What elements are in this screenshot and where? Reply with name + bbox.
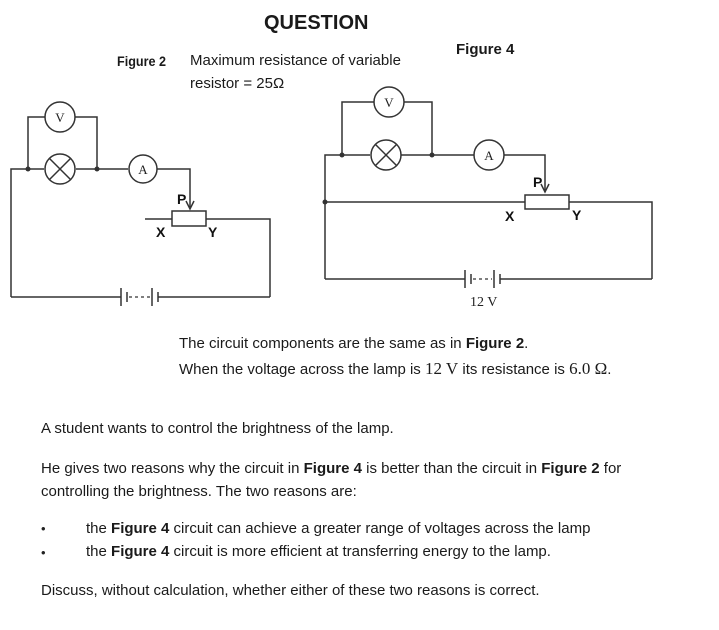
fig2-junction-left [25, 166, 31, 172]
fig2-terminal-x: X [156, 224, 166, 240]
para2-figure4: Figure 4 [303, 460, 362, 477]
bullet-1: the Figure 4 circuit can achieve a great… [86, 520, 590, 537]
para2-text-e: for [599, 460, 622, 477]
bullet1-figure: Figure 4 [111, 520, 170, 537]
fig4-terminal-y: Y [572, 207, 582, 223]
question-closing: Discuss, without calculation, whether ei… [41, 582, 540, 599]
fig2-junction-right [94, 166, 100, 172]
question-para-1: A student wants to control the brightnes… [41, 420, 394, 437]
fig2-wire-left [10, 168, 44, 297]
figure2-caption-line1: Maximum resistance of variable [190, 52, 401, 69]
para2-text-c: is better than the circuit in [361, 460, 542, 477]
info-line1-figure: Figure 2 [465, 335, 525, 352]
fig2-voltmeter-label: V [55, 110, 65, 125]
fig4-wire-to-slider [504, 154, 546, 190]
figure2-caption-line2: resistor = 25Ω [190, 75, 285, 92]
fig4-lamp-cross [374, 143, 398, 167]
info-line2-text: When the voltage across the lamp is [179, 361, 425, 378]
fig2-resistor-icon [171, 210, 207, 227]
fig2-voltmeter-icon [44, 101, 76, 133]
info-line2-resistance: 6.0 Ω [569, 359, 608, 378]
info-line2-voltage: 12 V [424, 359, 459, 378]
fig2-cell-2 [151, 288, 159, 306]
bullet1-text-c: circuit can achieve a greater range of v… [169, 520, 591, 537]
fig4-wire-left [324, 154, 370, 279]
fig4-voltmeter-label: V [384, 95, 394, 110]
figure4-label: Figure 4 [456, 41, 515, 58]
fig2-wire-voltmeter-right [75, 116, 98, 169]
info-line2-mid: its resistance is [458, 361, 570, 378]
para2-text-a: He gives two reasons why the circuit in [41, 460, 304, 477]
fig2-wire-y [206, 218, 271, 297]
info-line-1: The circuit components are the same as i… [179, 335, 528, 352]
fig2-terminal-y: Y [208, 224, 218, 240]
bullet-1-marker: • [41, 521, 46, 536]
fig2-wire-to-slider [157, 168, 191, 207]
fig2-slider-arrow [185, 200, 195, 211]
bullet2-text-c: circuit is more efficient at transferrin… [169, 543, 551, 560]
fig4-junction-right [429, 152, 435, 158]
info-line2-end: . [607, 361, 612, 378]
bullet2-text-a: the [86, 543, 112, 560]
fig4-wire-y [569, 201, 653, 279]
info-line1-text: The circuit components are the same as i… [179, 335, 466, 352]
info-line-2: When the voltage across the lamp is 12 V… [179, 359, 611, 379]
fig2-cell-1 [120, 288, 128, 306]
fig4-terminal-x: X [505, 208, 515, 224]
fig4-terminal-p: P [533, 174, 542, 190]
figure2-label: Figure 2 [117, 53, 167, 69]
fig4-voltmeter-icon [373, 86, 405, 118]
bullet2-figure: Figure 4 [111, 543, 170, 560]
figure2-circuit: V A P X Y [10, 101, 271, 306]
fig4-wire-voltmeter-right [404, 101, 433, 155]
para2-figure2: Figure 2 [541, 460, 600, 477]
fig4-resistor-icon [524, 194, 570, 210]
fig4-wire-voltmeter-left [341, 101, 374, 155]
fig4-ammeter-label: A [484, 148, 494, 163]
fig4-battery-voltage: 12 V [470, 295, 497, 310]
fig2-lamp-cross [48, 157, 72, 181]
fig4-cell-2 [493, 270, 501, 288]
bullet-2-marker: • [41, 545, 46, 560]
question-para-2-line1: He gives two reasons why the circuit in … [41, 460, 621, 477]
fig4-cell-1 [464, 270, 472, 288]
fig2-terminal-p: P [177, 191, 186, 207]
fig4-junction-left [339, 152, 345, 158]
bullet1-text-a: the [86, 520, 112, 537]
question-para-2-line2: controlling the brightness. The two reas… [41, 483, 357, 500]
figure4-circuit: V A P X Y 12 V [322, 86, 653, 310]
fig2-wire-voltmeter-left [27, 116, 45, 169]
info-line1-end: . [524, 335, 529, 352]
page-title: QUESTION [264, 12, 369, 34]
bullet-2: the Figure 4 circuit is more efficient a… [86, 543, 551, 560]
fig2-lamp-icon [44, 153, 76, 185]
fig2-ammeter-label: A [138, 162, 148, 177]
fig4-slider-arrow [540, 183, 550, 194]
